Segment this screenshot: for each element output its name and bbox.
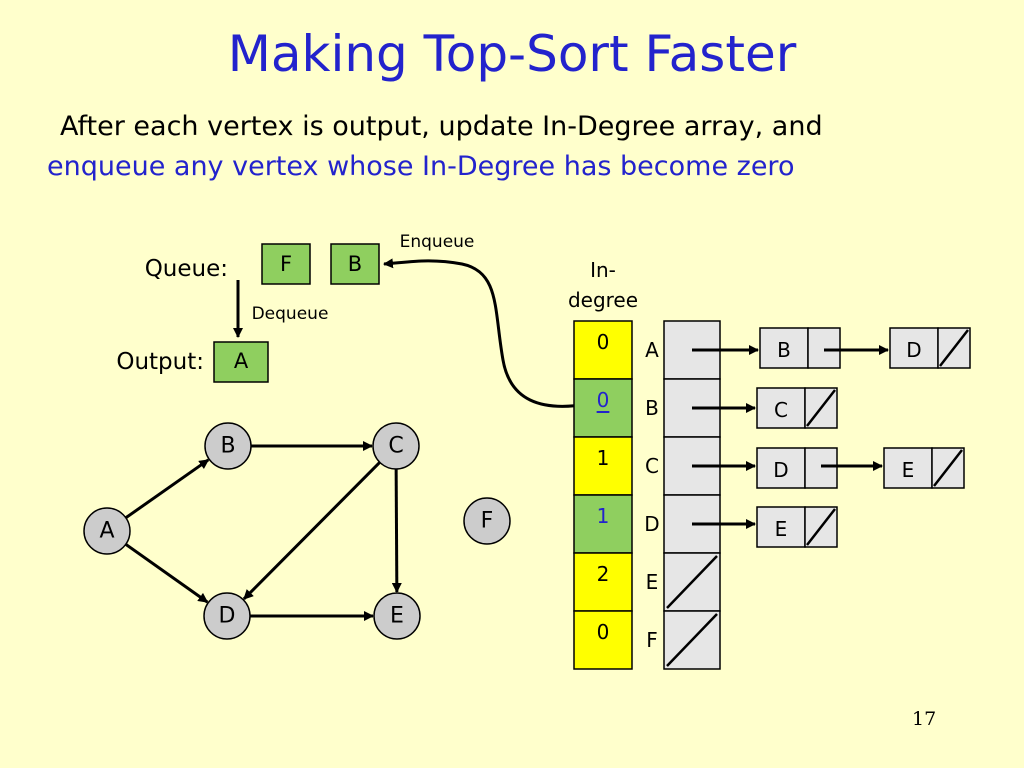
graph-node-a: [83, 507, 131, 555]
indegree-value-c: 1: [597, 446, 610, 470]
list-node-label-a-b: B: [777, 338, 791, 362]
graph-node-d: [203, 592, 251, 640]
enqueue-arrow: [383, 258, 589, 408]
indegree-header-line1: In-: [590, 258, 616, 282]
edge-a-d: [124, 543, 209, 604]
queue-label: Queue:: [145, 256, 228, 282]
indegree-cell-c: [573, 436, 633, 496]
graph-node-b: [204, 422, 252, 470]
subtitle-line-1: After each vertex is output, update In-D…: [60, 111, 823, 142]
null-pointer-b-end: [806, 389, 836, 427]
list-node-d-e: [756, 506, 806, 548]
queue-item-b: B: [348, 252, 362, 276]
subtitle-line-2: enqueue any vertex whose In-Degree has b…: [47, 151, 795, 182]
adjacency-lists: A B D B C C D E D E E F: [644, 320, 971, 670]
list-node-a-d: [889, 327, 939, 369]
vertex-label-c: C: [645, 454, 659, 478]
queue-cell-b: [330, 243, 380, 285]
graph-node-label-d: D: [219, 604, 236, 629]
output-item-a: A: [234, 349, 249, 373]
graph-node-label-a: A: [99, 519, 114, 544]
null-pointer-d-end: [806, 508, 836, 546]
indegree-value-b: 0: [597, 388, 610, 412]
list-node-label-c-e: E: [902, 458, 915, 482]
null-pointer-c-end: [933, 449, 963, 487]
graph-node-c: [372, 422, 420, 470]
indegree-cell-a: [573, 320, 633, 380]
graph-node-e: [373, 592, 421, 640]
indegree-value-f: 0: [597, 620, 610, 644]
edge-a-b: [124, 458, 210, 520]
output-cell-a: [213, 341, 269, 383]
indegree-cell-b: [573, 378, 633, 438]
graph-node-label-e: E: [390, 604, 404, 629]
vertex-label-f: F: [646, 628, 658, 652]
output-label: Output:: [116, 349, 204, 375]
list-node-label-a-d: D: [906, 338, 921, 362]
indegree-value-d: 1: [597, 504, 610, 528]
graph-nodes: A B C D E F: [83, 422, 511, 640]
enqueue-label: Enqueue: [400, 232, 475, 252]
vertex-label-e: E: [646, 570, 659, 594]
indegree-value-a: 0: [597, 330, 610, 354]
null-pointer-a-end: [939, 329, 969, 367]
graph-node-label-b: B: [220, 434, 235, 459]
list-next-a-0: [807, 327, 841, 369]
slide-title: Making Top-Sort Faster: [227, 25, 797, 83]
edge-c-d: [242, 461, 381, 601]
queue-cell-f: [261, 243, 311, 285]
queue-item-f: F: [280, 252, 292, 276]
vertex-label-a: A: [645, 338, 659, 362]
graph-edges: [124, 441, 402, 621]
graph-node-f: [463, 497, 511, 545]
vertex-label-d: D: [644, 512, 659, 536]
graph-node-label-f: F: [481, 509, 494, 534]
list-node-label-c-d: D: [773, 458, 788, 482]
dequeue-label: Dequeue: [252, 304, 329, 324]
vertex-label-b: B: [645, 396, 659, 420]
indegree-value-e: 2: [597, 562, 610, 586]
indegree-array: In-degree 0 0 1 1 2 0: [568, 258, 638, 670]
graph-node-label-c: C: [388, 434, 403, 459]
null-pointer-f: [666, 613, 718, 667]
list-node-label-d-e: E: [775, 517, 788, 541]
list-next-c-0: [804, 447, 838, 489]
null-pointer-e: [666, 555, 718, 609]
edge-c-e: [391, 468, 402, 594]
indegree-cell-e: [573, 552, 633, 612]
indegree-cell-f: [573, 610, 633, 670]
list-node-c-d: [756, 447, 806, 489]
indegree-header-line2: degree: [568, 288, 638, 312]
page-number: 17: [912, 708, 937, 730]
list-node-label-b-c: C: [774, 398, 788, 422]
